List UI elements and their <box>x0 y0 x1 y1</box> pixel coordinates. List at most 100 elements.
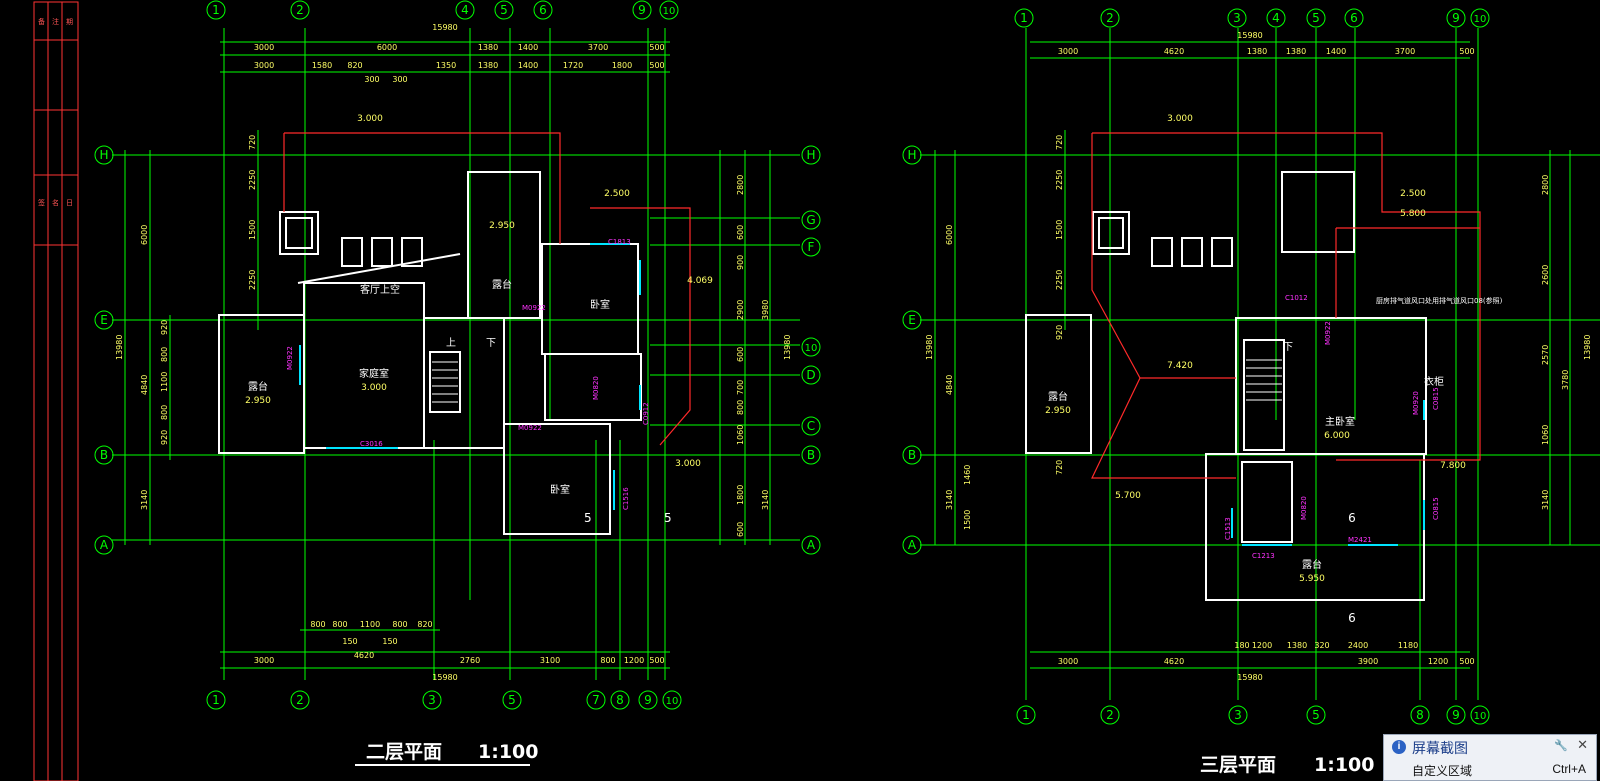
top-dim: 6000 <box>377 43 397 52</box>
axis-bottom-10: 10 <box>666 696 679 707</box>
bottom-dim: 1380 <box>1287 641 1307 650</box>
axis-bottom-3: 3 <box>1234 708 1242 722</box>
bottom-dim: 180 <box>1234 641 1249 650</box>
right-dim: 2900 <box>736 300 745 320</box>
room-label: 主卧室 <box>1325 415 1355 428</box>
axis-bottom-1: 1 <box>1022 708 1030 722</box>
door-tag: M0922 <box>1324 321 1332 345</box>
axis-top-2: 2 <box>296 3 304 17</box>
elevation-mark: 6.000 <box>1324 431 1350 441</box>
right-total: 3140 <box>761 490 770 510</box>
ventilation-note: 厨房排气道风口处用排气道风口08(参照) <box>1376 296 1503 305</box>
close-icon[interactable]: ✕ <box>1577 737 1588 752</box>
top-dim2: 300 <box>364 75 379 84</box>
axis-right-H: H <box>806 148 815 162</box>
info-icon: i <box>1392 740 1406 754</box>
axis-bottom-8: 8 <box>616 693 624 707</box>
window-tag: C1012 <box>1285 294 1308 302</box>
pin-icon[interactable]: 🔧 <box>1554 740 1568 752</box>
top-dim: 3700 <box>588 43 608 52</box>
strip-text-5: 日 <box>66 199 73 207</box>
elevation-mark: 2.500 <box>1400 189 1426 199</box>
custom-region-item[interactable]: 自定义区域 Ctrl+A <box>1412 762 1588 778</box>
overall-width-bottom: 15980 <box>432 673 457 682</box>
top-dim: 1400 <box>1326 47 1346 56</box>
right-dim: 2570 <box>1541 345 1550 365</box>
elevation-mark: 3.000 <box>357 114 383 124</box>
door-tag: M0920 <box>1412 391 1420 415</box>
right-dim: 2800 <box>736 175 745 195</box>
top-dim: 3000 <box>1058 47 1078 56</box>
top-dim: 1380 <box>478 43 498 52</box>
right-dim: 600 <box>736 522 745 537</box>
elevation-mark: 2.950 <box>245 396 271 406</box>
room-label: 露台 <box>1302 558 1322 571</box>
top-dim2: 820 <box>347 61 362 70</box>
left-total: 13980 <box>115 335 124 360</box>
top-dim2: 1400 <box>518 61 538 70</box>
bottom-dim: 820 <box>417 620 432 629</box>
axis-top-6: 6 <box>1350 11 1358 25</box>
top-dim2: 1350 <box>436 61 456 70</box>
left-dim: 3140 <box>945 490 954 510</box>
axis-top-4: 4 <box>461 3 469 17</box>
left-dim: 2250 <box>1055 170 1064 190</box>
room-label: 露台 <box>248 380 268 393</box>
right-dim: 3780 <box>1561 370 1570 390</box>
axis-left-A: A <box>908 538 917 552</box>
bottom-dim: 3000 <box>254 656 274 665</box>
window-tag: C1513 <box>1224 517 1232 540</box>
door-tag: M0820 <box>1300 496 1308 520</box>
overall-width-bottom: 15980 <box>1237 673 1262 682</box>
top-dim2: 500 <box>649 61 664 70</box>
top-dim2: 1800 <box>612 61 632 70</box>
axis-left-A: A <box>100 538 109 552</box>
axis-bottom-9: 9 <box>1452 708 1460 722</box>
elevation-mark: 3.000 <box>361 383 387 393</box>
left-total: 6000 <box>140 225 149 245</box>
left-total: 4840 <box>945 375 954 395</box>
left-dim: 1500 <box>1055 220 1064 240</box>
bottom-dim: 3100 <box>540 656 560 665</box>
left-dim: 1500 <box>248 220 257 240</box>
elevation-mark: 7.420 <box>1167 361 1193 371</box>
left-dim: 920 <box>1055 325 1064 340</box>
plan-third-floor: 1 2 3 4 5 6 9 10 1 2 3 5 8 9 10 H E B A … <box>902 8 1600 776</box>
bottom-dim: 2400 <box>1348 641 1368 650</box>
top-dim: 500 <box>649 43 664 52</box>
right-dim: 2600 <box>1541 265 1550 285</box>
overall-width: 15980 <box>1237 31 1262 40</box>
top-dim: 1380 <box>1247 47 1267 56</box>
bottom-dim: 800 <box>310 620 325 629</box>
top-dim2: 300 <box>392 75 407 84</box>
bottom-dim: 800 <box>332 620 347 629</box>
axis-bottom-3: 3 <box>428 693 436 707</box>
screenshot-tool-popup[interactable]: i 屏幕截图 🔧 ✕ 自定义区域 Ctrl+A <box>1383 734 1597 781</box>
axis-top-10: 10 <box>1474 14 1487 25</box>
axis-top-3: 3 <box>1233 11 1241 25</box>
section-mark: 5 <box>664 511 672 525</box>
left-dim: 1100 <box>160 372 169 392</box>
top-dim: 3700 <box>1395 47 1415 56</box>
axis-top-5: 5 <box>500 3 508 17</box>
axis-top-5: 5 <box>1312 11 1320 25</box>
plan-title: 二层平面 <box>366 741 442 763</box>
window-tag: C0815 <box>1432 387 1440 410</box>
top-dim2: 1720 <box>563 61 583 70</box>
door-tag: M0922 <box>522 304 546 312</box>
right-total: 13980 <box>783 335 792 360</box>
room-label: 家庭室 <box>359 367 389 380</box>
elevation-mark: 3.000 <box>675 459 701 469</box>
left-total: 4840 <box>140 375 149 395</box>
left-dim: 3140 <box>140 490 149 510</box>
room-label: 露台 <box>1048 390 1068 403</box>
strip-text-6: 期 <box>66 18 73 26</box>
bottom-dim: 4620 <box>354 651 374 660</box>
left-dim: 2250 <box>1055 270 1064 290</box>
axis-bottom-9: 9 <box>644 693 652 707</box>
custom-region-shortcut: Ctrl+A <box>1552 762 1586 776</box>
bottom-dim: 1200 <box>1252 641 1272 650</box>
right-dim: 700 <box>736 380 745 395</box>
room-label: 客厅上空 <box>360 283 400 296</box>
